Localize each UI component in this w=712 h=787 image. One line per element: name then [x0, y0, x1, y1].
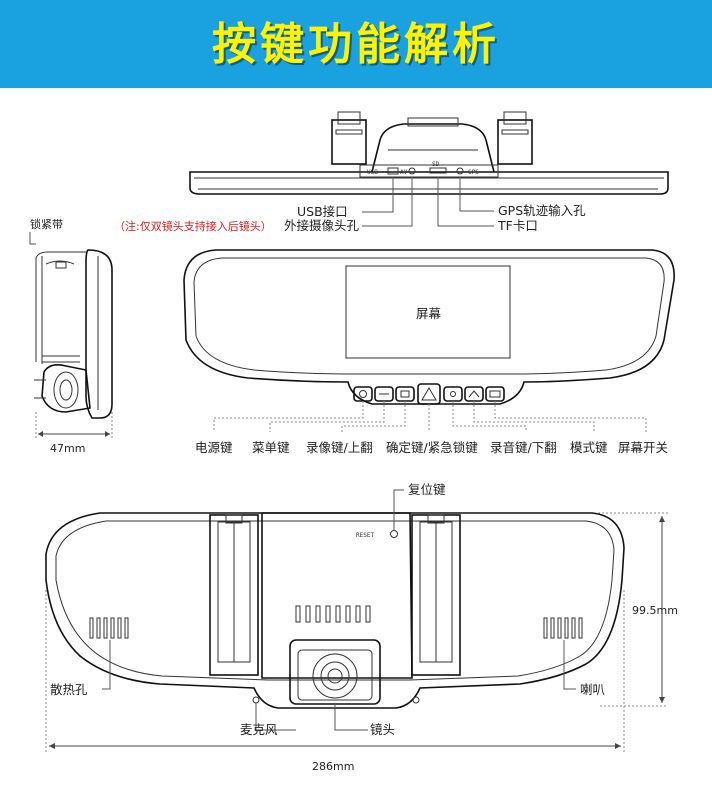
reset-label: 复位键	[408, 482, 446, 497]
lens	[289, 639, 381, 705]
page-title: 按键功能解析	[212, 19, 500, 70]
rear-camera-note: （注:仅双镜头支持接入后镜头）	[114, 219, 272, 233]
audio-icon	[450, 391, 456, 397]
back-screw	[412, 696, 420, 704]
record-key-label: 录像键/上翻	[306, 440, 373, 455]
screen	[345, 265, 511, 359]
usb-port-icon	[387, 167, 399, 175]
reset-mark: RESET	[356, 532, 374, 539]
reset-button[interactable]	[390, 530, 398, 538]
av-port-icon	[408, 167, 416, 175]
gps-port-icon	[456, 167, 464, 175]
microphone-hole	[252, 696, 260, 704]
audio-button[interactable]	[443, 386, 463, 402]
port-mark-gps: GPS	[468, 169, 479, 176]
ext-camera-port-label: 外接摄像头孔	[284, 218, 360, 233]
product-diagram: USB AV SD GPS USB接口 外接摄像头孔 GPS轨迹输入孔 TF卡口…	[29, 111, 678, 773]
power-button[interactable]	[353, 386, 373, 402]
record-icon	[400, 390, 410, 398]
power-icon	[359, 390, 367, 398]
height-label: 99.5mm	[632, 604, 678, 617]
ok-key-label: 确定键/紧急锁键	[386, 440, 478, 455]
gps-port-label: GPS轨迹输入孔	[498, 203, 586, 218]
usb-port-label: USB接口	[297, 204, 348, 219]
mode-key-label: 模式键	[570, 440, 608, 455]
screen-icon	[489, 390, 501, 398]
tf-slot-label: TF卡口	[497, 218, 538, 233]
top-view: USB AV SD GPS USB接口 外接摄像头孔 GPS轨迹输入孔 TF卡口…	[114, 111, 669, 233]
button-leaders	[213, 401, 647, 432]
strap-label: 锁紧带	[30, 217, 63, 231]
audio-key-label: 录音键/下翻	[490, 440, 557, 455]
side-view: 锁紧带 47mm	[29, 217, 113, 455]
record-button[interactable]	[395, 386, 415, 402]
top-right-clamp	[497, 111, 533, 165]
ok-button[interactable]	[417, 383, 441, 405]
back-view: RESET 复位键	[45, 482, 678, 773]
front-view: 屏幕 电源键 菜单键	[183, 249, 675, 455]
center-vents	[295, 605, 371, 623]
mode-button[interactable]	[464, 386, 484, 402]
title-banner: 按键功能解析	[0, 0, 712, 88]
top-left-clamp	[331, 111, 367, 165]
button-row	[353, 383, 505, 405]
power-key-label: 电源键	[195, 440, 233, 455]
tf-slot-icon	[429, 167, 447, 174]
port-mark-usb: USB	[367, 169, 378, 176]
left-vents	[89, 617, 129, 639]
screen-switch-button[interactable]	[485, 386, 505, 402]
speaker-grille	[543, 617, 583, 639]
menu-key-label: 菜单键	[252, 440, 290, 455]
side-width-label: 47mm	[50, 442, 85, 455]
width-label: 286mm	[312, 760, 354, 773]
speaker-label: 喇叭	[580, 682, 606, 697]
ok-icon	[421, 387, 437, 401]
back-left-clamp	[209, 514, 259, 676]
vents-label: 散热孔	[50, 682, 88, 697]
screen-label: 屏幕	[416, 306, 442, 321]
back-right-clamp	[411, 514, 461, 676]
port-mark-sd: SD	[432, 161, 440, 168]
port-mark-av: AV	[400, 169, 408, 176]
mode-icon	[468, 390, 480, 398]
screen-switch-label: 屏幕开关	[618, 440, 668, 455]
lens-label: 镜头	[370, 722, 395, 737]
microphone-label: 麦克风	[240, 722, 278, 737]
